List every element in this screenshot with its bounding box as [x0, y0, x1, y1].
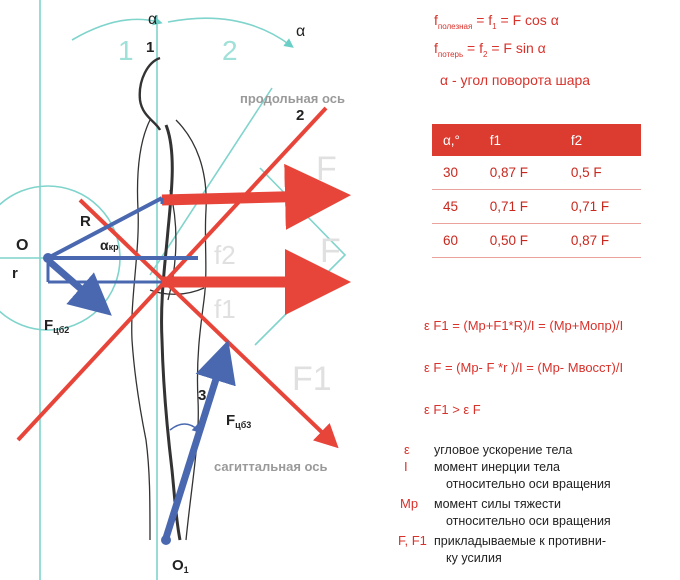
centrifugal-force-3: [162, 339, 236, 540]
table-cell: 0,5 F: [559, 156, 641, 190]
label-F-cb3-sub: цб3: [235, 420, 251, 430]
table-row: 30 0,87 F 0,5 F: [432, 156, 641, 190]
legend-text: момент инерции тела: [434, 460, 560, 474]
label-axis-long: продольная ось: [240, 91, 345, 106]
label-F-cb2: Fцб2: [44, 317, 69, 335]
legend-text: прикладываемые к противни-: [434, 534, 606, 548]
force-components-table: α,° f1 f2 30 0,87 F 0,5 F 45 0,71 F 0,71…: [432, 124, 641, 258]
label-F-big1: F: [316, 150, 337, 188]
table-cell: 0,87 F: [559, 223, 641, 258]
legend-symbol: I: [404, 459, 408, 474]
legend-text: ку усилия: [446, 551, 502, 565]
table-cell: 0,71 F: [478, 189, 560, 224]
head-outline: [138, 56, 162, 131]
table-row: 45 0,71 F 0,71 F: [432, 189, 641, 224]
label-num3: 3: [198, 387, 206, 404]
table-header-row: α,° f1 f2: [432, 124, 641, 156]
red-vectors: [16, 106, 351, 449]
arc-1: [71, 16, 163, 41]
label-F-cb3: Fцб3: [226, 412, 251, 430]
legend-text: относительно оси вращения: [446, 514, 611, 528]
formula-eps-compare: ε F1 > ε F: [424, 402, 481, 417]
label-axis-sag: сагиттальная ось: [214, 459, 328, 474]
label-R: R: [80, 213, 91, 230]
legend-text: момент силы тяжести: [434, 497, 561, 511]
label-f2: f2: [214, 240, 236, 270]
table-cell: 60: [432, 223, 479, 258]
table-cell: 0,71 F: [559, 189, 641, 224]
table-cell: 0,87 F: [478, 156, 560, 190]
legend-symbol: ε: [404, 442, 410, 457]
label-arc2-big: 2: [222, 35, 238, 66]
formula-eps-f: ε F = (Mp- F *r )/I = (Mp- Mвосст)/I: [424, 360, 624, 375]
formula-eps-f1: ε F1 = (Mp+F1*R)/I = (Mp+Mопр)/I: [424, 318, 624, 333]
label-f1: f1: [214, 294, 236, 324]
label-F-cb2-sub: цб2: [53, 325, 69, 335]
table-cell: 0,50 F: [478, 223, 560, 258]
label-alpha-right: α: [296, 23, 305, 40]
legend-symbol: Mp: [400, 496, 419, 511]
label-arc1: 1: [146, 39, 154, 56]
label-alpha-top: α: [148, 11, 157, 28]
label-F-big2: F: [320, 232, 341, 270]
sagittal-axis: [78, 198, 339, 449]
formula-f-useful: fполезная = f1 = F cos α: [434, 12, 559, 31]
label-axis-long-num: 2: [296, 107, 304, 124]
label-arc1-big: 1: [118, 35, 134, 66]
blue-vectors: [46, 196, 236, 540]
label-r: r: [12, 265, 18, 282]
centrifugal-force-2: [47, 259, 112, 316]
front-outline: [175, 119, 207, 541]
table-header-f2: f2: [559, 124, 641, 156]
table-cell: 30: [432, 156, 479, 190]
point-O1: [161, 535, 171, 545]
label-alpha-kr-sub: кр: [109, 242, 120, 252]
legend-text: угловое ускорение тела: [434, 443, 573, 457]
longitudinal-axis: [16, 106, 328, 442]
label-O: O: [16, 237, 28, 254]
label-O1: O1: [172, 557, 189, 575]
point-O: [43, 253, 53, 263]
diagonal-45: [149, 87, 273, 276]
formula-f-loss: fпотерь = f2 = F sin α: [434, 40, 546, 59]
spine-line: [160, 124, 182, 541]
table-header-alpha: α,°: [432, 124, 479, 156]
arc-fcb3: [169, 423, 202, 434]
back-outline: [131, 119, 151, 541]
human-figure: [131, 56, 207, 541]
legend-symbol: F, F1: [398, 533, 427, 548]
table-row: 60 0,50 F 0,87 F: [432, 223, 641, 258]
label-O1-sub: 1: [184, 565, 189, 575]
arc-2: [167, 17, 294, 48]
alpha-definition: α - угол поворота шара: [440, 72, 591, 88]
table-header-f1: f1: [478, 124, 560, 156]
radius-R: [47, 196, 163, 260]
table-cell: 45: [432, 189, 479, 224]
label-alpha-kr: αкр: [100, 237, 119, 253]
label-F1-big: F1: [292, 360, 332, 398]
legend-text: относительно оси вращения: [446, 477, 611, 491]
force-F-upper: [161, 163, 351, 230]
